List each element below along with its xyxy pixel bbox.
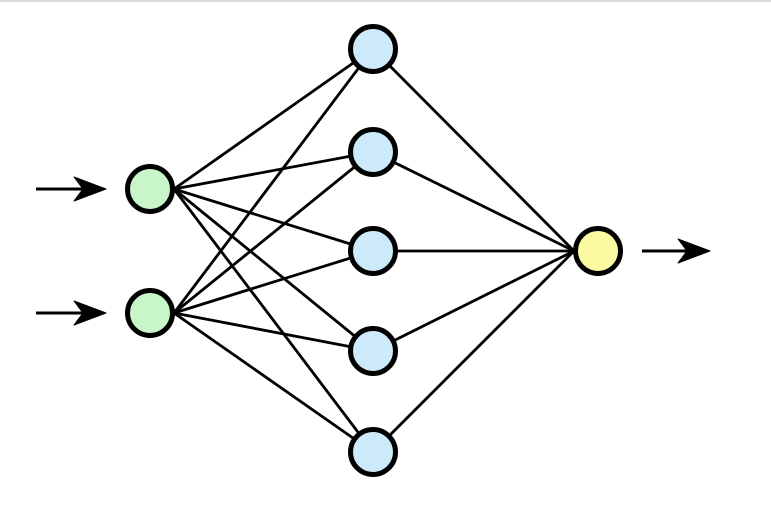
hidden-node-h3 <box>348 226 398 276</box>
input-arrow-1 <box>36 176 107 202</box>
edges-layer <box>172 47 575 454</box>
output-node-o1 <box>573 226 623 276</box>
edge-i2-h5 <box>173 311 374 454</box>
edge-i1-h5 <box>172 188 375 453</box>
hidden-node-h2 <box>348 127 398 177</box>
output-arrow-1 <box>642 238 711 264</box>
input-node-i1 <box>125 164 175 214</box>
edge-i1-h3 <box>173 187 374 253</box>
edge-i1-h2 <box>173 150 374 191</box>
arrows-layer <box>36 176 711 326</box>
top-border-line <box>0 0 771 2</box>
nodes-layer <box>125 24 623 477</box>
edge-h1-o1 <box>372 48 575 252</box>
edge-i2-h3 <box>173 249 374 315</box>
arrow-head <box>677 238 711 264</box>
edge-i2-h2 <box>173 150 374 315</box>
edge-h4-o1 <box>372 249 575 353</box>
edge-h2-o1 <box>372 150 575 253</box>
arrow-head <box>73 176 107 202</box>
hidden-node-h1 <box>348 24 398 74</box>
edge-i1-h4 <box>173 187 374 353</box>
input-node-i2 <box>125 288 175 338</box>
hidden-node-h5 <box>348 427 398 477</box>
input-arrow-2 <box>36 300 107 326</box>
edge-h5-o1 <box>372 250 575 453</box>
hidden-node-h4 <box>348 326 398 376</box>
edge-i2-h4 <box>173 311 374 353</box>
arrow-head <box>73 300 107 326</box>
edge-i2-h1 <box>172 48 375 314</box>
edge-i1-h1 <box>173 47 374 191</box>
